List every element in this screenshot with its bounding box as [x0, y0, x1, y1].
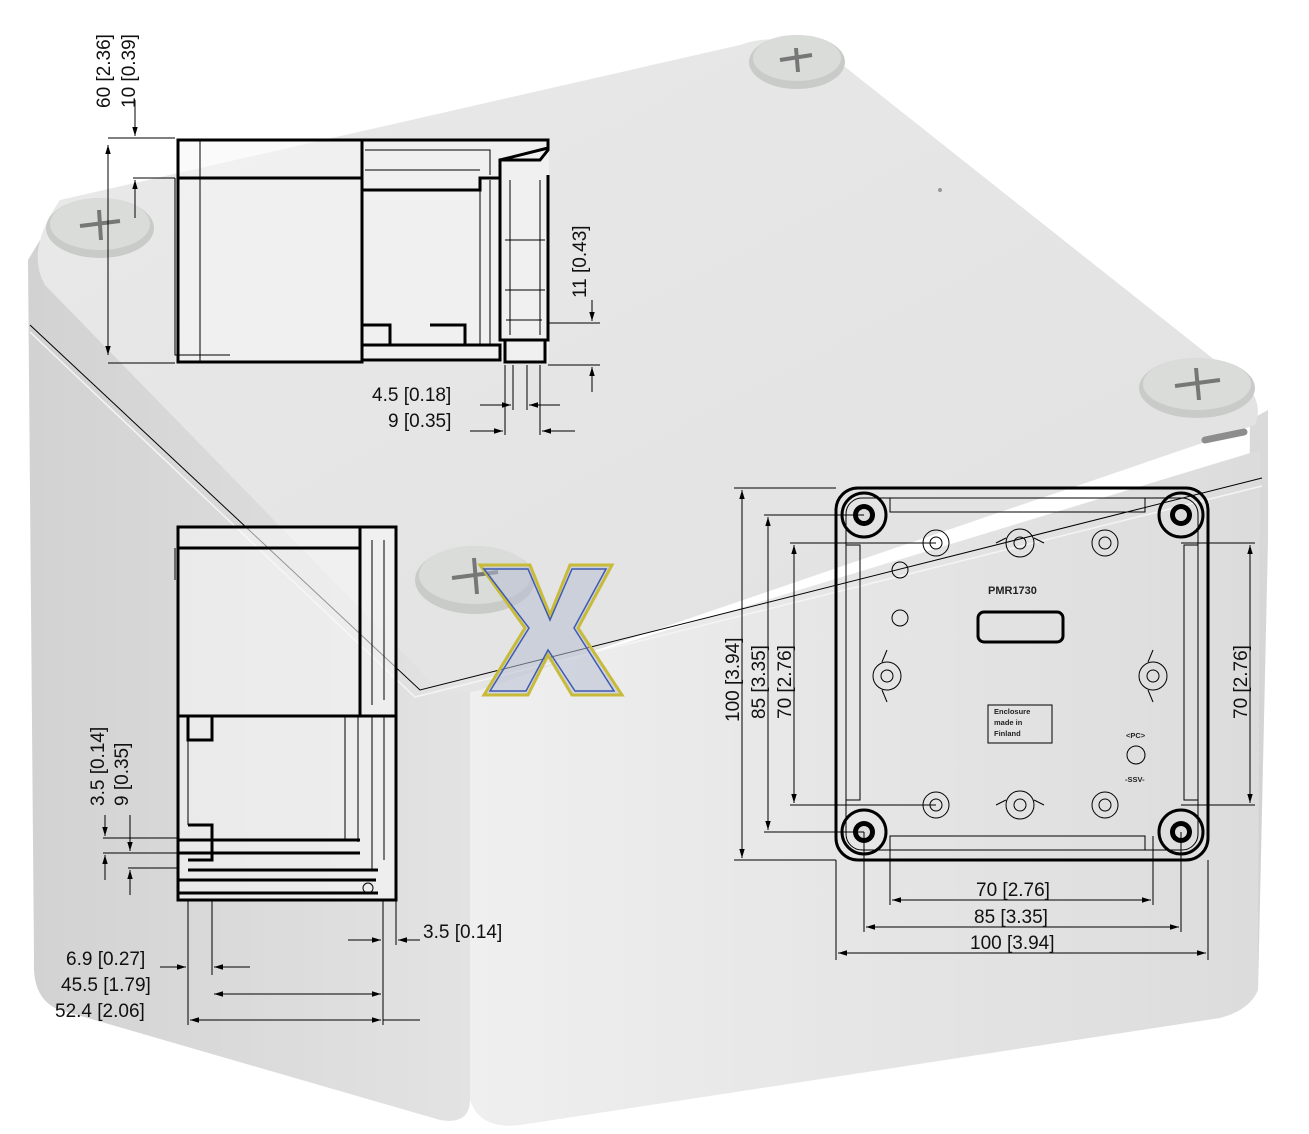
dim-v100: 100 [3.94] — [723, 637, 744, 722]
lid-seam — [29, 324, 1263, 691]
emboss-made-in-3: Finland — [994, 729, 1021, 738]
emboss-pc-mark: <PC> — [1126, 731, 1146, 740]
dim-h70: 70 [2.76] — [976, 880, 1050, 901]
logo-x-watermark — [477, 563, 625, 697]
dim-bolt-projection: 11 [0.43] — [570, 225, 591, 298]
dim-d3: 52.4 [2.06] — [55, 1001, 145, 1022]
dim-flange-b: 9 [0.35] — [112, 743, 133, 806]
dim-d2: 45.5 [1.79] — [61, 975, 151, 996]
dim-v70-right: 70 [2.76] — [1231, 645, 1252, 719]
dim-overall-height: 60 [2.36] — [94, 34, 115, 108]
dim-h100: 100 [3.94] — [970, 933, 1055, 954]
emboss-ssv-mark: -SSV- — [1125, 775, 1145, 784]
screw-cap-left — [46, 198, 154, 258]
vent-slot — [1201, 428, 1248, 444]
top-view-drawing — [105, 100, 600, 435]
dim-v70: 70 [2.76] — [775, 645, 796, 719]
corner-boss-tr — [1157, 491, 1205, 539]
emboss-made-in-2: made in — [994, 718, 1023, 727]
dim-lip: 3.5 [0.14] — [423, 922, 502, 943]
dim-lid-height: 10 [0.39] — [119, 34, 140, 108]
logo-x — [477, 563, 625, 697]
screw-cap-back — [749, 35, 845, 89]
dim-v85: 85 [3.35] — [749, 645, 770, 719]
emboss-part-number: PMR1730 — [988, 585, 1037, 597]
screw-cap-right — [1139, 358, 1255, 418]
dim-h85: 85 [3.35] — [974, 907, 1048, 928]
dim-d1: 6.9 [0.27] — [66, 949, 145, 970]
emboss-made-in-1: Enclosure — [994, 707, 1030, 716]
dim-head-diameter: 9 [0.35] — [388, 411, 451, 432]
dim-screw-diameter: 4.5 [0.18] — [372, 385, 451, 406]
bottom-view-drawing — [734, 486, 1255, 960]
side-view-drawing — [102, 525, 420, 1025]
dim-flange-a: 3.5 [0.14] — [88, 727, 109, 806]
